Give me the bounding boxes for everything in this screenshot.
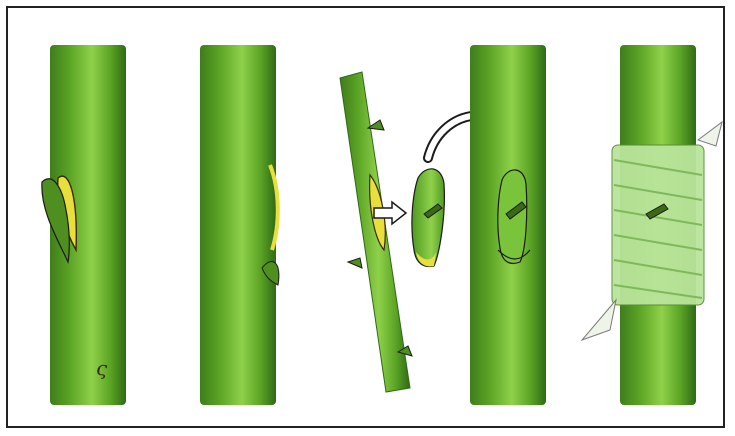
budding-tape xyxy=(612,145,704,305)
bud-shield xyxy=(412,169,444,267)
stage-5-tape-wrapped xyxy=(582,45,722,405)
stage-2-flap-closed xyxy=(200,45,279,405)
tape-end-top xyxy=(698,122,722,146)
budwood-node-2 xyxy=(348,258,362,268)
stage-3-budwood xyxy=(340,72,412,392)
stem-2 xyxy=(200,45,276,405)
stage-1-cut-flap xyxy=(42,45,126,405)
artist-signature: ς xyxy=(96,356,107,380)
stage-4-bud-inserted xyxy=(470,45,546,405)
tape-end-bottom xyxy=(582,300,616,340)
